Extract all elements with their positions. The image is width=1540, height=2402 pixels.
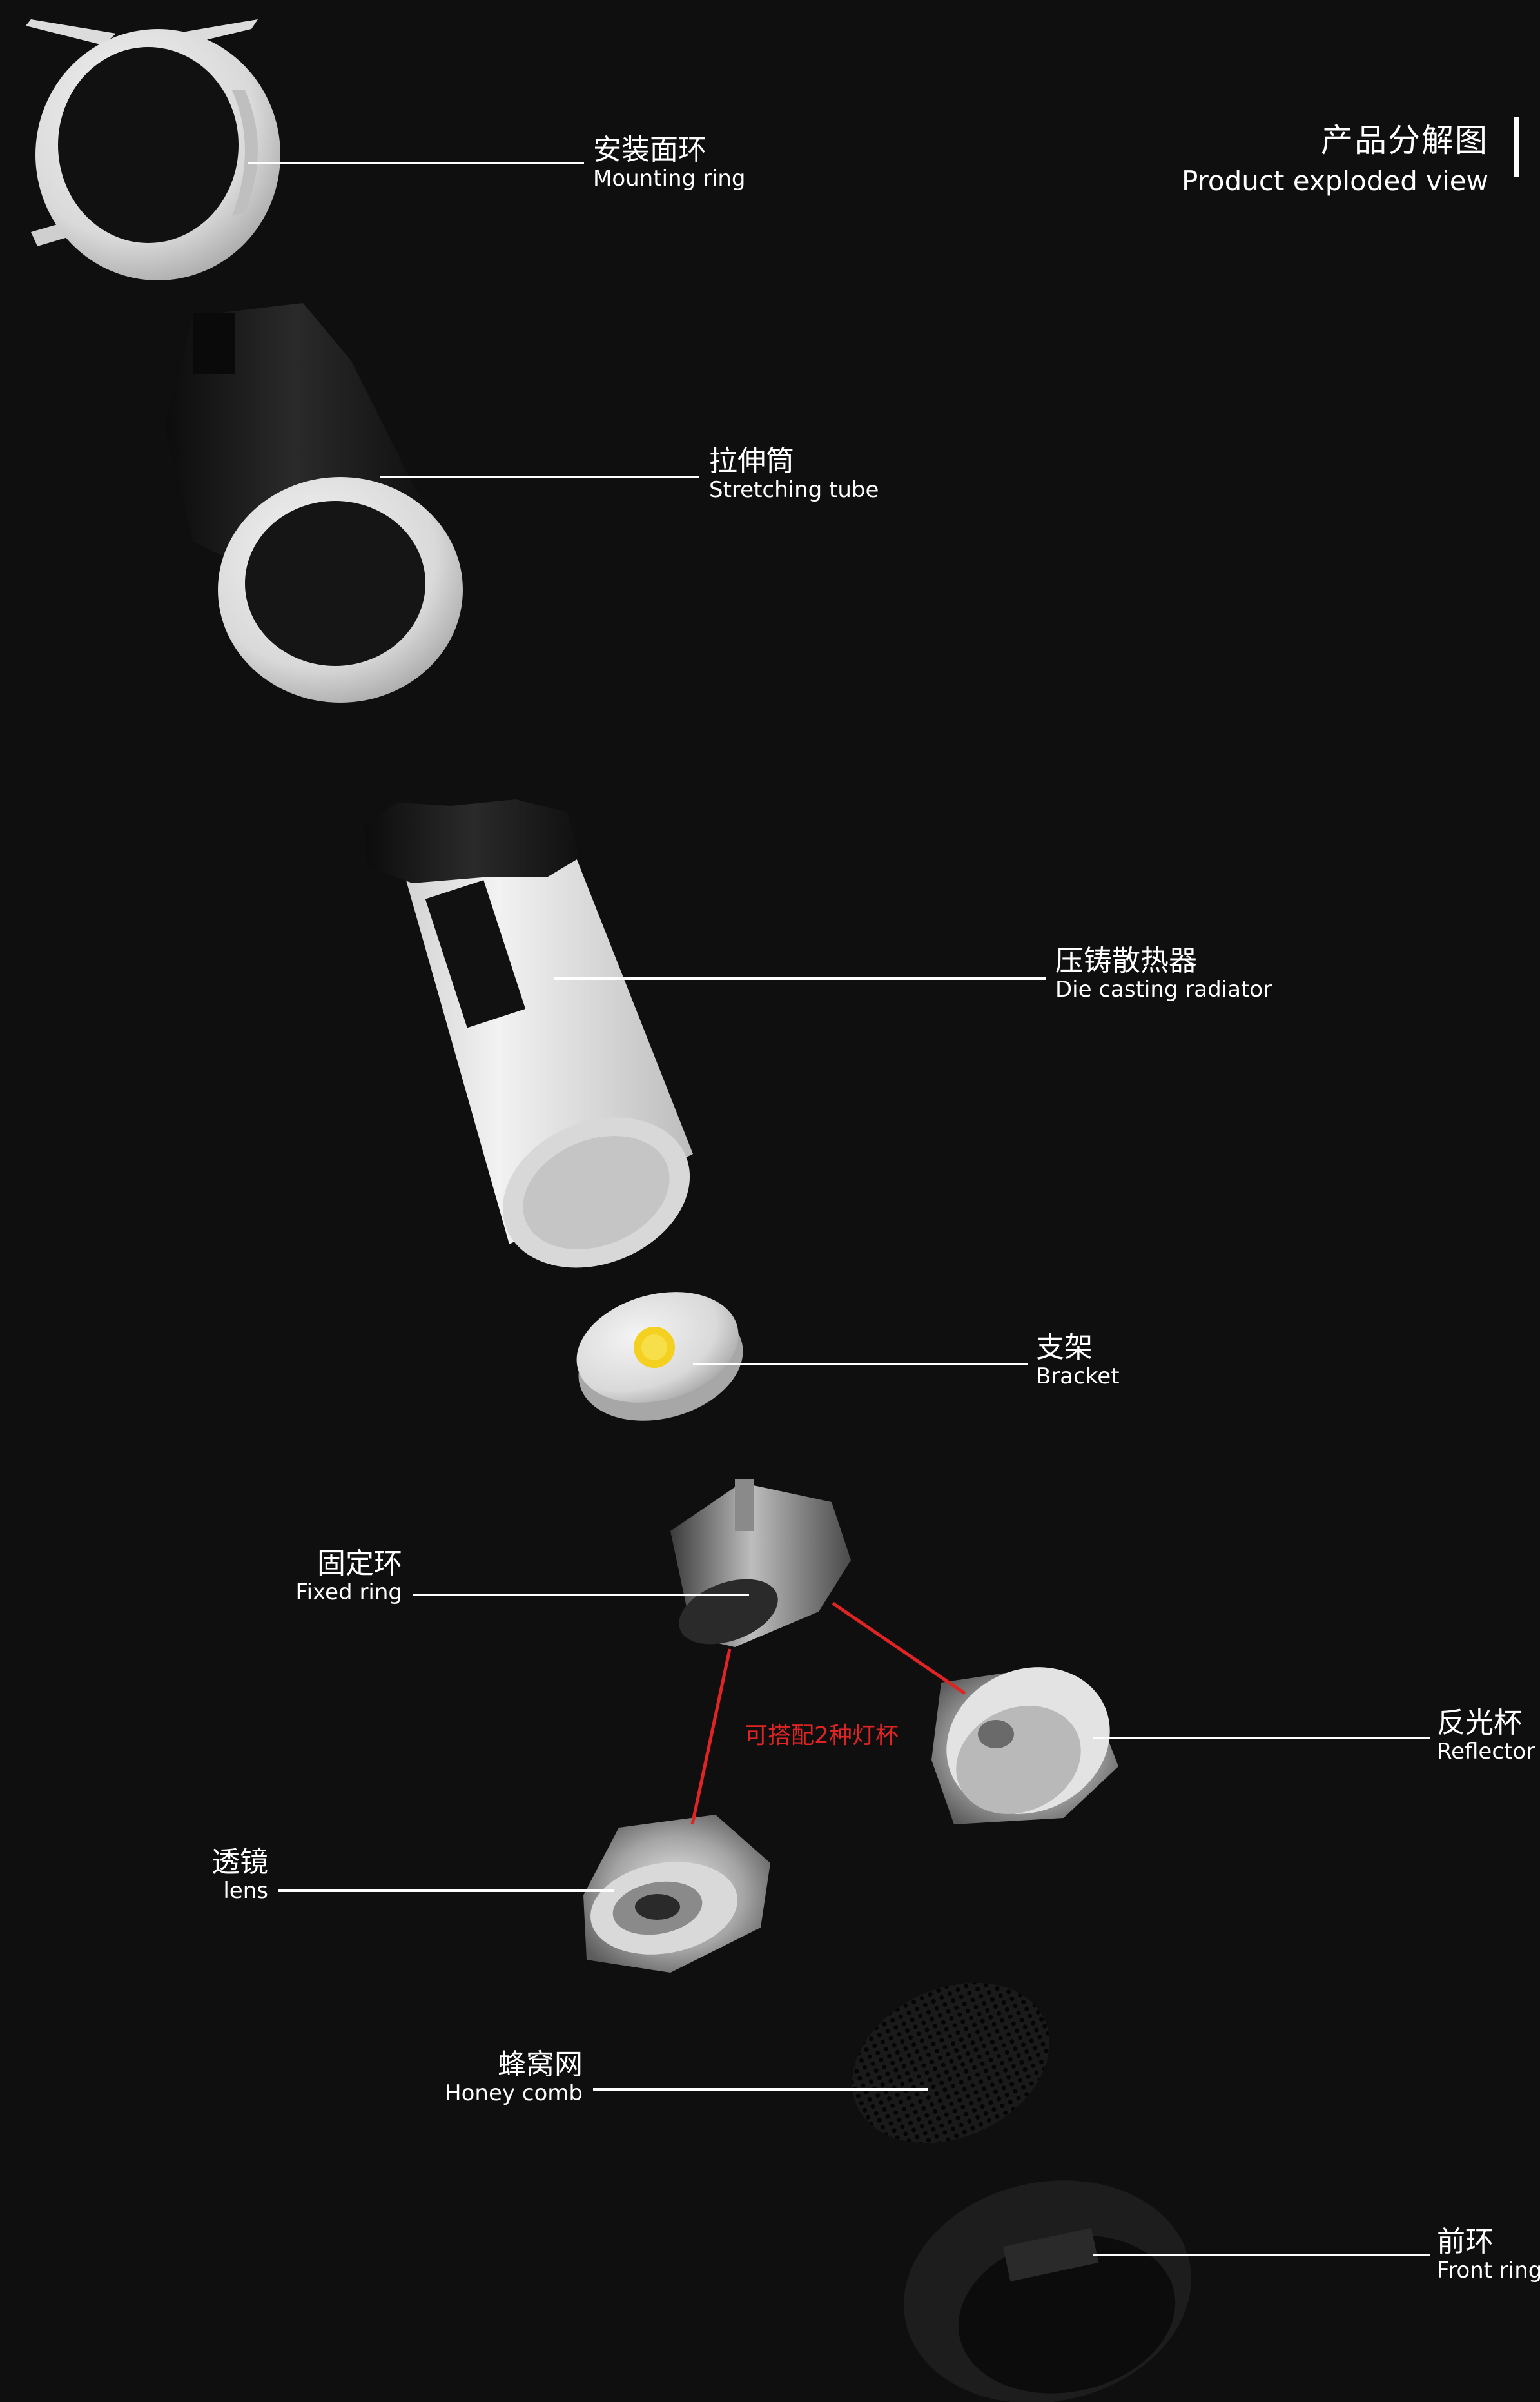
- label-zh: 压铸散热器: [1055, 946, 1272, 976]
- die-casting-radiator-part: [364, 799, 712, 1294]
- title-accent-bar: [1514, 117, 1519, 177]
- label-zh: 反光杯: [1437, 1708, 1535, 1738]
- label-zh: 前环: [1437, 2227, 1540, 2257]
- label-en: lens: [211, 1880, 268, 1903]
- label-en: Mounting ring: [593, 168, 746, 191]
- label-zh: 固定环: [296, 1549, 402, 1579]
- label-zh: 支架: [1036, 1333, 1120, 1363]
- page-title: 产品分解图 Product exploded view: [1182, 115, 1488, 197]
- label-en: Bracket: [1036, 1365, 1120, 1389]
- fixed-ring-part: [670, 1479, 851, 1657]
- label-honeycomb: 蜂窝网 Honey comb: [445, 2050, 583, 2105]
- label-stretching-tube: 拉伸筒 Stretching tube: [709, 447, 879, 502]
- honeycomb-part: [826, 1952, 1075, 2174]
- label-en: Stretching tube: [709, 479, 879, 502]
- label-fixed-ring: 固定环 Fixed ring: [296, 1549, 402, 1605]
- label-en: Front ring: [1437, 2260, 1540, 2283]
- title-zh: 产品分解图: [1182, 115, 1488, 161]
- label-front-ring: 前环 Front ring: [1437, 2227, 1540, 2283]
- label-zh: 拉伸筒: [709, 447, 879, 476]
- label-reflector: 反光杯 Reflector: [1437, 1708, 1535, 1764]
- label-en: Fixed ring: [296, 1581, 402, 1605]
- compatibility-note: 可搭配2种灯杯: [745, 1717, 899, 1750]
- front-ring-part: [883, 2154, 1213, 2402]
- bracket-part: [564, 1275, 755, 1438]
- label-radiator: 压铸散热器 Die casting radiator: [1055, 946, 1272, 1002]
- lens-part: [583, 1815, 770, 1973]
- stretching-tube-part: [164, 303, 463, 703]
- title-en: Product exploded view: [1182, 165, 1488, 197]
- label-zh: 蜂窝网: [445, 2050, 583, 2080]
- connector-to-lens: [692, 1649, 730, 1824]
- label-mounting-ring: 安装面环 Mounting ring: [593, 135, 746, 191]
- label-zh: 安装面环: [593, 135, 746, 165]
- label-en: Honey comb: [445, 2082, 583, 2105]
- label-en: Reflector: [1437, 1741, 1535, 1764]
- connector-to-reflector: [833, 1603, 965, 1694]
- label-zh: 透镜: [211, 1848, 268, 1877]
- label-lens: 透镜 lens: [211, 1848, 268, 1903]
- reflector-part: [922, 1641, 1135, 1840]
- label-en: Die casting radiator: [1055, 979, 1272, 1002]
- label-bracket: 支架 Bracket: [1036, 1333, 1120, 1389]
- mounting-ring-part: [26, 19, 280, 280]
